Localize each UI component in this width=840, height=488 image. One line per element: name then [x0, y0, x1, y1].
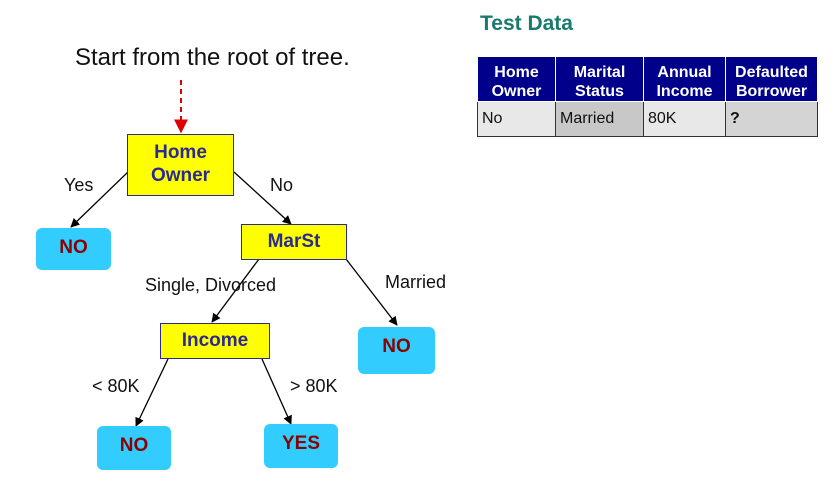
cell-home-owner: No — [477, 101, 556, 137]
edge-income-lt80k — [135, 358, 169, 427]
edge-income-gt80k — [261, 358, 292, 425]
edge-label-no: No — [270, 175, 294, 195]
node-marst: MarSt — [241, 224, 347, 260]
node-income: Income — [160, 323, 270, 359]
edge-label-yes: Yes — [64, 175, 94, 195]
root-node-label-line2: Owner — [150, 165, 211, 186]
edge-label-married: Married — [385, 272, 447, 292]
cell-defaulted-borrower: ? — [725, 101, 818, 137]
edge-home-yes — [70, 171, 129, 228]
edge-marst-single-divorced — [211, 258, 260, 323]
edge-label-gt80k: > 80K — [290, 376, 338, 396]
leaf-income-lt80k: NO — [97, 426, 171, 470]
cell-annual-income: 80K — [643, 101, 726, 137]
cell-marital-status: Married — [555, 101, 644, 137]
edge-marst-married — [345, 258, 398, 326]
leaf-married: NO — [358, 327, 435, 374]
leaf-home-yes: NO — [36, 228, 111, 270]
diagram-caption: Start from the root of tree. — [75, 44, 350, 71]
edge-label-single-divorced: Single, Divorced — [145, 275, 277, 295]
edge-home-no — [233, 171, 292, 225]
edge-label-lt80k: < 80K — [92, 376, 140, 396]
test-data-title: Test Data — [480, 12, 573, 35]
leaf-income-gt80k: YES — [264, 424, 338, 468]
root-node-label-line1: Home — [154, 142, 207, 164]
test-data-row: No Married 80K ? — [477, 101, 818, 137]
root-node-home-owner: Home Owner — [127, 134, 234, 196]
